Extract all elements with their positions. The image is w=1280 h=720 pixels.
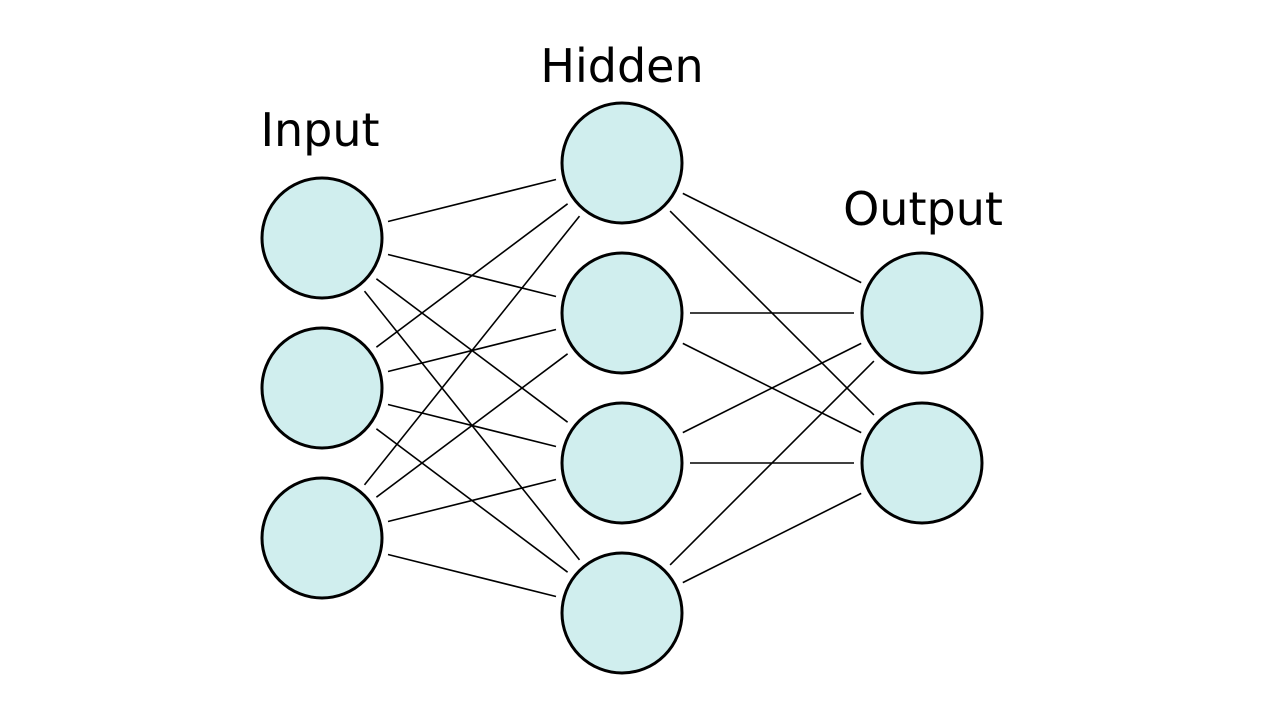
hidden-neuron-2 [560,251,684,375]
edge-hidden-4-to-output-1 [669,360,875,566]
edge-input-3-to-hidden-4 [387,553,557,598]
connections [363,178,875,598]
edge-input-3-to-hidden-3 [387,478,557,523]
neurons [260,101,984,675]
input-layer-label: Input [260,103,379,157]
edge-input-1-to-hidden-1 [387,178,557,223]
edge-hidden-1-to-output-1 [682,192,862,284]
layer-labels: Input Hidden Output [260,39,1002,236]
input-neuron-1 [260,176,384,300]
input-neuron-3 [260,476,384,600]
hidden-layer-label: Hidden [540,39,703,93]
edge-hidden-4-to-output-2 [682,492,862,584]
edge-input-3-to-hidden-1 [363,215,581,486]
output-neuron-2 [860,401,984,525]
hidden-neuron-1 [560,101,684,225]
output-neuron-1 [860,251,984,375]
output-layer-label: Output [843,182,1003,236]
hidden-neuron-3 [560,401,684,525]
edge-input-3-to-hidden-2 [375,353,569,498]
edge-hidden-3-to-output-1 [682,342,862,434]
hidden-neuron-4 [560,551,684,675]
edge-input-2-to-hidden-1 [375,203,569,348]
input-neuron-2 [260,326,384,450]
